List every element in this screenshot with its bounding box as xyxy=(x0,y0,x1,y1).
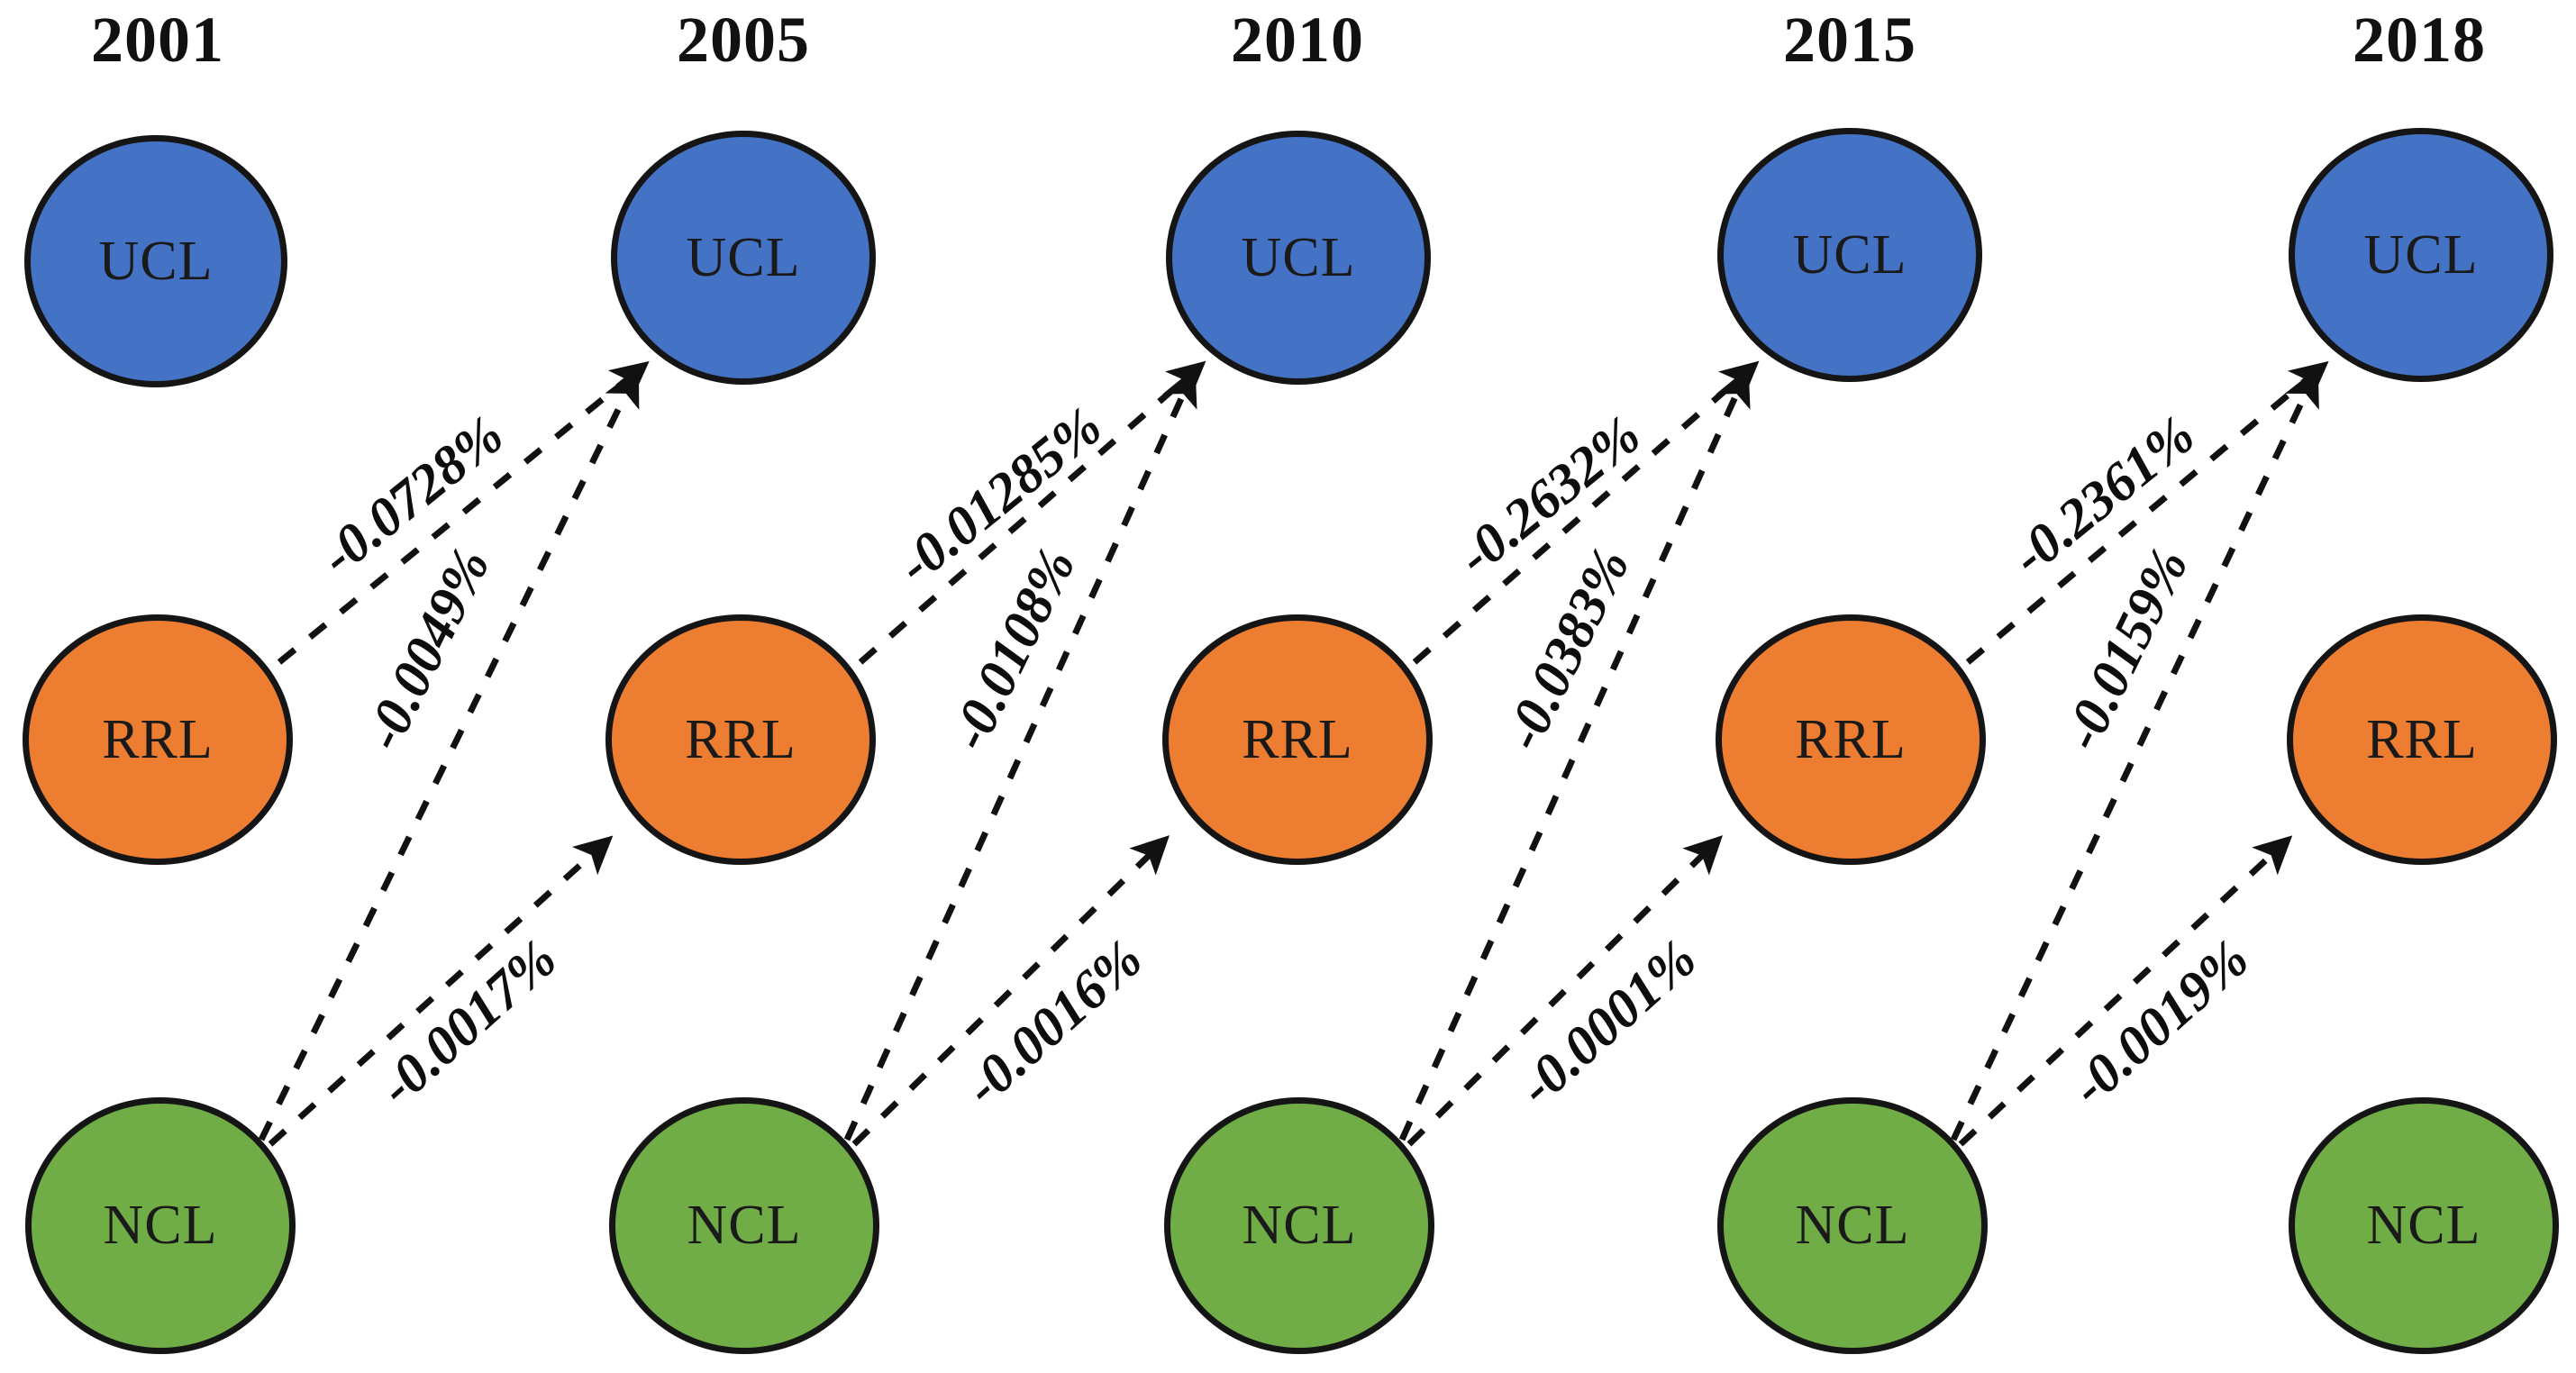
node-label: NCL xyxy=(103,1195,218,1256)
edge-ncl2001-rrl2005 xyxy=(268,835,614,1147)
node-ucl-2005[interactable]: UCL xyxy=(611,131,876,385)
year-header-2005: 2005 xyxy=(677,4,810,76)
year-header-2015: 2015 xyxy=(1783,4,1916,76)
node-label: RRL xyxy=(685,708,796,770)
edge-label-ncl2015-rrl2018: -0.0019% xyxy=(2060,928,2261,1118)
node-ucl-2010[interactable]: UCL xyxy=(1166,131,1431,385)
node-rrl-2018[interactable]: RRL xyxy=(2287,614,2557,865)
node-label: UCL xyxy=(2363,223,2479,286)
edge-label-ncl2015-ucl2018: -0.0159% xyxy=(2051,539,2200,759)
node-rrl-2001[interactable]: RRL xyxy=(23,614,293,865)
node-ucl-2001[interactable]: UCL xyxy=(24,135,287,387)
node-ncl-2001[interactable]: NCL xyxy=(25,1097,296,1354)
node-label: UCL xyxy=(686,226,801,288)
year-header-2001: 2001 xyxy=(91,4,224,76)
node-label: NCL xyxy=(2366,1195,2481,1256)
node-label: RRL xyxy=(102,708,214,770)
node-ncl-2005[interactable]: NCL xyxy=(609,1097,879,1354)
node-label: NCL xyxy=(1242,1195,1357,1256)
edge-label-ncl2010-rrl2015: -0.0001% xyxy=(1507,928,1708,1118)
node-label: RRL xyxy=(2366,708,2478,770)
edge-label-ncl2001-ucl2005: -0.0049% xyxy=(352,539,502,759)
node-label: UCL xyxy=(98,230,214,292)
edge-label-ncl2001-rrl2005: -0.0017% xyxy=(368,928,569,1118)
edge-label-ncl2005-ucl2010: -0.0108% xyxy=(938,539,1088,759)
node-ucl-2015[interactable]: UCL xyxy=(1717,128,1982,382)
node-ucl-2018[interactable]: UCL xyxy=(2289,128,2553,382)
node-label: RRL xyxy=(1242,708,1353,770)
node-ncl-2010[interactable]: NCL xyxy=(1164,1097,1434,1354)
node-label: RRL xyxy=(1795,708,1907,770)
node-label: UCL xyxy=(1792,223,1907,286)
year-header-2010: 2010 xyxy=(1231,4,1364,76)
node-label: UCL xyxy=(1241,226,1356,288)
year-header-2018: 2018 xyxy=(2353,4,2486,76)
node-label: NCL xyxy=(687,1195,802,1256)
node-rrl-2005[interactable]: RRL xyxy=(605,614,876,865)
node-label: NCL xyxy=(1795,1195,1910,1256)
edge-label-ncl2010-ucl2015: -0.0383% xyxy=(1492,539,1642,759)
node-rrl-2010[interactable]: RRL xyxy=(1162,614,1433,865)
node-ncl-2018[interactable]: NCL xyxy=(2289,1097,2559,1354)
edge-label-ncl2005-rrl2010: -0.0016% xyxy=(953,928,1154,1118)
node-ncl-2015[interactable]: NCL xyxy=(1717,1097,1988,1354)
node-rrl-2015[interactable]: RRL xyxy=(1716,614,1986,865)
